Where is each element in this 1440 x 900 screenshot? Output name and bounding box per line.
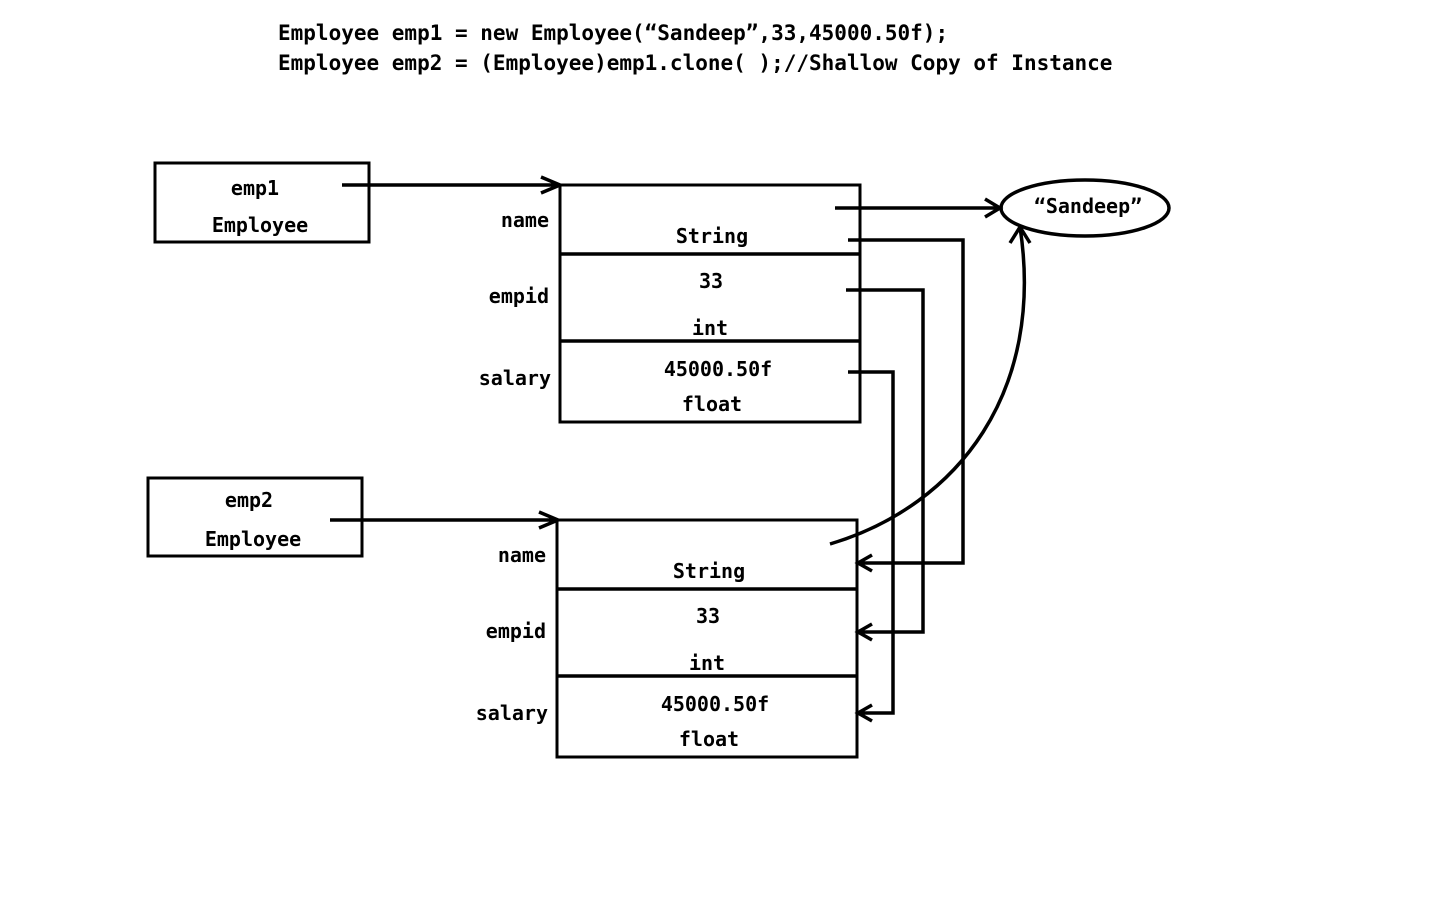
emp2-empid-label: empid [486, 619, 546, 643]
sandeep-string-literal: “Sandeep” [1034, 194, 1142, 218]
emp2-salary-value: 45000.50f [661, 692, 769, 716]
arrows [330, 175, 1032, 723]
emp1-salary-value: 45000.50f [664, 357, 772, 381]
obj2-name-to-sandeep-curve [829, 223, 1032, 546]
emp2-object: name String empid 33 int salary 45000.50… [476, 518, 859, 759]
emp1-ref-arrow [342, 175, 565, 195]
emp2-object-frame [555, 518, 859, 759]
emp2-salary-label: salary [476, 701, 548, 725]
code-line-2: Employee emp2 = (Employee)emp1.clone( );… [278, 51, 1112, 75]
emp1-object-frame [558, 183, 862, 424]
empid-copy-arrow [846, 288, 925, 642]
emp1-ref-type: Employee [212, 213, 308, 237]
emp1-ref-name: emp1 [231, 176, 279, 200]
emp1-empid-type: int [692, 316, 728, 340]
emp1-name-label: name [501, 208, 549, 232]
emp2-ref-type: Employee [205, 527, 301, 551]
emp2-empid-type: int [689, 651, 725, 675]
salary-copy-arrow [848, 370, 895, 723]
emp2-salary-type: float [679, 727, 739, 751]
emp1-object: name String empid 33 int salary 45000.50… [479, 183, 862, 424]
emp2-name-label: name [498, 543, 546, 567]
emp1-salary-label: salary [479, 366, 551, 390]
emp2-name-type: String [673, 559, 745, 583]
code-line-1: Employee emp1 = new Employee(“Sandeep”,3… [278, 21, 948, 45]
emp2-reference-box: emp2 Employee [146, 476, 364, 558]
emp1-reference-box: emp1 Employee [153, 161, 371, 244]
obj1-name-to-sandeep-arrow [835, 197, 1004, 219]
emp1-salary-type: float [682, 392, 742, 416]
name-copy-arrow [848, 238, 965, 573]
emp1-name-type: String [676, 224, 748, 248]
emp1-empid-value: 33 [699, 269, 723, 293]
emp1-empid-label: empid [489, 284, 549, 308]
emp2-ref-name: emp2 [225, 488, 273, 512]
sandeep-string-object: “Sandeep” [999, 178, 1171, 238]
emp2-empid-value: 33 [696, 604, 720, 628]
emp2-ref-arrow [330, 510, 563, 530]
